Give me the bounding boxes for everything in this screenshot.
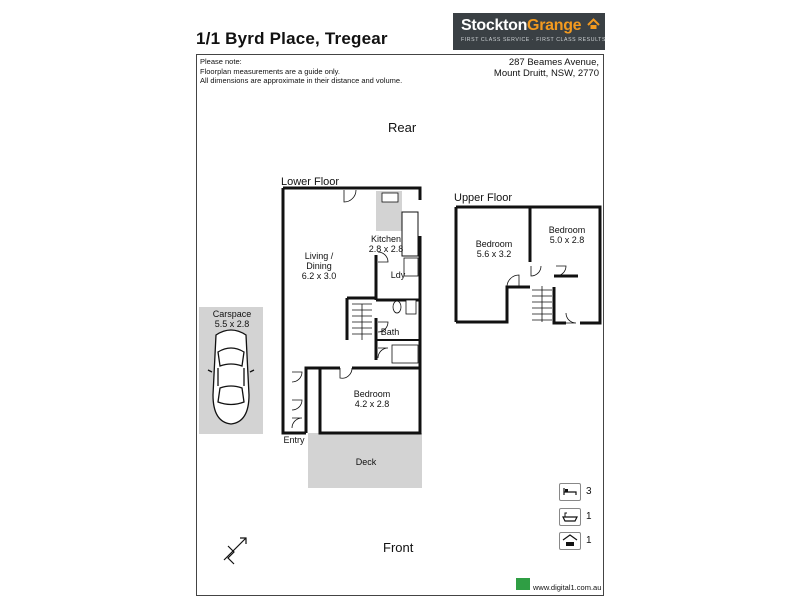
credit-link[interactable]: www.digital1.com.au xyxy=(533,583,602,592)
note-line: Floorplan measurements are a guide only. xyxy=(200,66,340,76)
address-line: Mount Druitt, NSW, 2770 xyxy=(493,68,599,79)
upper-floor-label: Upper Floor xyxy=(454,192,513,204)
lower-floor-walls xyxy=(281,186,422,435)
room-carspace: Carspace 5.5 x 2.8 xyxy=(212,309,252,329)
car-count: 1 xyxy=(586,535,592,546)
property-title: 1/1 Byrd Place, Tregear xyxy=(196,29,388,48)
agency-logo: StocktonGrange FIRST CLASS SERVICE · FIR… xyxy=(453,13,605,50)
basin xyxy=(405,299,417,315)
front-label: Front xyxy=(383,540,414,555)
north-arrow-icon xyxy=(223,537,247,565)
agency-address: 287 Beames Avenue, Mount Druitt, NSW, 27… xyxy=(494,57,599,79)
bathtub xyxy=(391,344,419,364)
lower-stairs xyxy=(352,303,372,340)
room-living-dining: Living / Dining 6.2 x 3.0 xyxy=(301,251,337,281)
kitchen-cooktop xyxy=(401,211,419,257)
upper-floor-walls xyxy=(454,205,602,325)
room-bath: Bath xyxy=(380,327,400,337)
room-laundry: Ldy xyxy=(390,270,406,280)
bed-count: 3 xyxy=(586,486,592,497)
digital1-logo-icon xyxy=(516,578,530,590)
house-logo-icon xyxy=(587,18,600,29)
room-kitchen: Kitchen 2.8 x 2.8 xyxy=(368,234,404,254)
car-icon xyxy=(207,329,255,425)
logo-wordmark: StocktonGrange xyxy=(461,17,582,34)
upper-stairs xyxy=(532,286,552,322)
room-entry: Entry xyxy=(283,435,305,445)
lower-floor-label: Lower Floor xyxy=(281,176,340,188)
deck-area xyxy=(308,433,422,488)
laundry-tub xyxy=(403,257,419,277)
bath-count: 1 xyxy=(586,511,592,522)
toilet xyxy=(392,300,402,314)
lower-doors xyxy=(291,189,389,429)
garage-icon xyxy=(559,532,581,550)
note-heading: Please note: xyxy=(200,57,242,66)
floorplan-frame xyxy=(196,54,604,596)
rear-label: Rear xyxy=(388,120,417,135)
kitchen-sink xyxy=(381,192,399,203)
upper-doors xyxy=(506,265,577,324)
disclaimer-note: Please note: Floorplan measurements are … xyxy=(200,57,402,86)
logo-tagline: FIRST CLASS SERVICE · FIRST CLASS RESULT… xyxy=(461,37,606,43)
room-bedroom-upper-2: Bedroom 5.0 x 2.8 xyxy=(548,225,586,245)
room-bedroom-lower: Bedroom 4.2 x 2.8 xyxy=(353,389,391,409)
address-line: 287 Beames Avenue, xyxy=(508,57,599,68)
bed-icon xyxy=(559,483,581,501)
room-deck: Deck xyxy=(355,457,377,467)
note-line: All dimensions are approximate in their … xyxy=(200,76,403,85)
bath-icon xyxy=(559,508,581,526)
room-bedroom-upper-1: Bedroom 5.6 x 3.2 xyxy=(475,239,513,259)
